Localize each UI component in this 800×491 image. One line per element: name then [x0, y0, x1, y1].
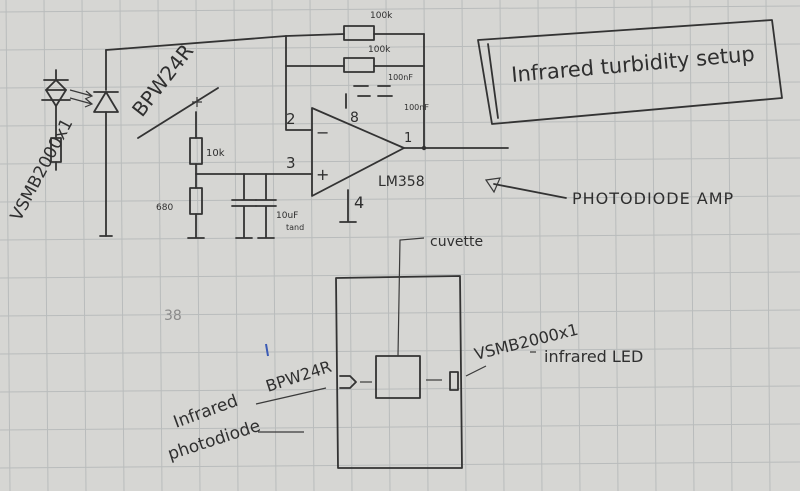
bias-divider: 10k 680 10uF tand [156, 97, 313, 239]
r-feedback-2-label: 100k [368, 45, 391, 55]
pin-inv-label: 2 [286, 110, 296, 128]
pin-out-label: 1 [404, 131, 412, 146]
pin-noninv-label: 3 [286, 154, 296, 172]
grid-line-horizontal [0, 5, 800, 13]
grid-line-vertical [613, 0, 619, 491]
grid-line-vertical [271, 0, 277, 491]
c-bias-label: 10uF [276, 211, 298, 221]
grid-line-vertical [309, 0, 315, 491]
c-feedback-1-label: 100nF [388, 73, 413, 82]
light-arrow-icon [69, 89, 94, 100]
grid-line-vertical [81, 0, 87, 491]
page-mark: 38 [164, 308, 182, 324]
r-divider-top-label: 10k [206, 148, 225, 159]
amp-label: PHOTODIODE AMP [572, 189, 734, 208]
c-feedback-2-label: 100nF [404, 103, 429, 112]
cuvette-label: cuvette [430, 234, 483, 250]
grid-line-vertical [195, 0, 201, 491]
plus-supply-icon [192, 97, 202, 107]
grid-line-vertical [5, 0, 11, 491]
grid-line-vertical [385, 0, 391, 491]
grid-line-vertical [43, 0, 49, 491]
pin-gnd-label: 4 [354, 193, 364, 212]
c-bias-sub-label: tand [286, 223, 304, 232]
amp-annotation: PHOTODIODE AMP [484, 177, 734, 208]
grid-line-horizontal [0, 233, 800, 241]
opamp-minus-sign: − [316, 123, 329, 142]
grid-line-vertical [651, 0, 657, 491]
pin-vcc-label: 8 [350, 110, 359, 126]
grid-line-vertical [689, 0, 695, 491]
grid-line-horizontal [0, 271, 800, 279]
opamp-plus-sign: + [316, 165, 329, 184]
grid-line-horizontal [0, 347, 800, 355]
grid-line-horizontal [0, 81, 800, 89]
feedback-network: 100k 100k 100nF 100nF [285, 11, 429, 149]
setup-led-label: infrared LED [544, 347, 643, 366]
grid-line-horizontal [0, 119, 800, 127]
photodiode-pointer-line [255, 387, 327, 405]
ir-photodiode-icon [339, 375, 357, 389]
grid-line-vertical [537, 0, 543, 491]
grid-line-vertical [119, 0, 125, 491]
opamp-lm358: − + 2 3 1 8 4 LM358 [286, 93, 509, 223]
opamp-part-label: LM358 [378, 174, 425, 190]
grid-line-vertical [727, 0, 733, 491]
grid-line-vertical [461, 0, 467, 491]
grid-line-horizontal [0, 461, 800, 469]
grid-line-horizontal [0, 309, 800, 317]
ir-led-icon [449, 371, 459, 391]
blue-pen-mark [265, 343, 269, 357]
grid-line-horizontal [0, 195, 800, 203]
grid-line-horizontal [0, 423, 800, 431]
r-divider-bottom-label: 680 [156, 203, 173, 213]
grid-line-vertical [157, 0, 163, 491]
grid-line-vertical [575, 0, 581, 491]
grid-line-horizontal [0, 43, 800, 51]
grid-line-horizontal [0, 385, 800, 393]
grid-line-vertical [347, 0, 353, 491]
grid-line-vertical [233, 0, 239, 491]
r-feedback-1-label: 100k [370, 11, 393, 21]
grid-line-horizontal [0, 157, 800, 165]
grid-line-vertical [499, 0, 505, 491]
